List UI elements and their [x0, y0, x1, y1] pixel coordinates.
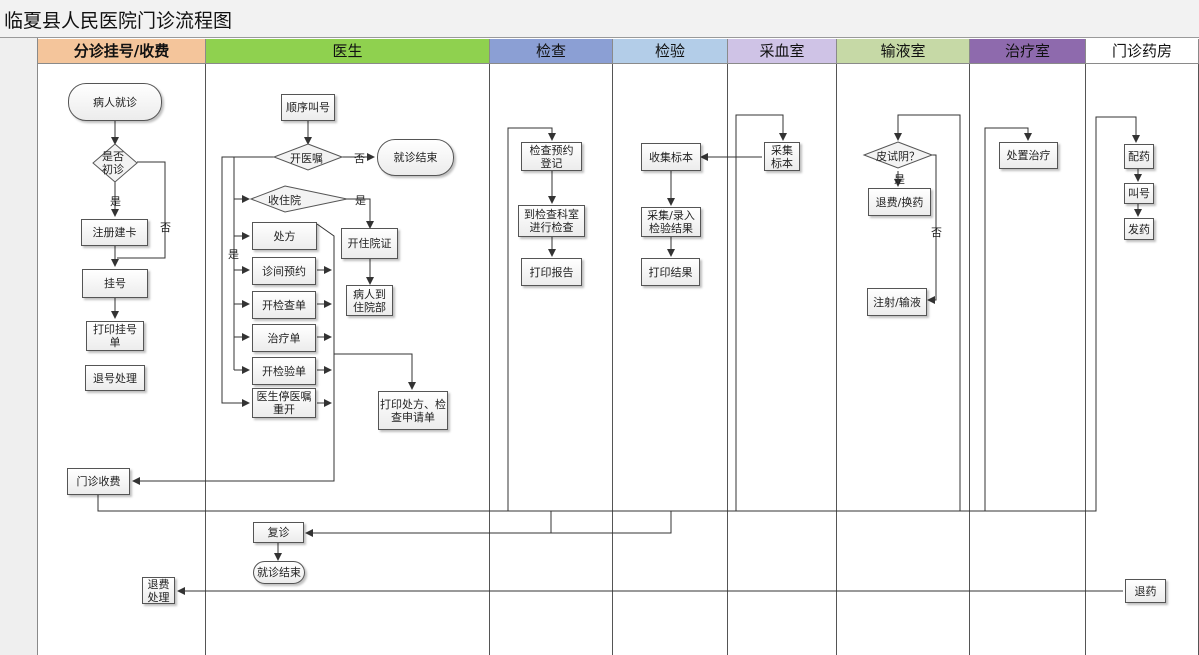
node-exam-dept: 到检查科室 进行检查	[518, 205, 585, 237]
lane-header-doctor: 医生	[206, 39, 490, 64]
lane-header-laboratory: 检验	[613, 39, 728, 64]
node-dispense-prep: 配药	[1124, 144, 1154, 169]
lane-body-laboratory	[613, 64, 728, 655]
lane-header-treatment-room: 治疗室	[970, 39, 1086, 64]
lane-body-doctor	[206, 64, 490, 655]
skin-test-label: 皮试阴？	[876, 150, 920, 163]
first-visit-label: 是否 初诊	[102, 150, 124, 176]
skin-test-diamond	[862, 141, 934, 169]
node-register-card: 注册建卡	[81, 219, 148, 246]
page-title: 临夏县人民医院门诊流程图	[4, 10, 233, 32]
node-visit-end-1: 就诊结束	[377, 139, 454, 176]
node-lab-entry: 采集/录入 检验结果	[641, 207, 701, 237]
node-prescription: 处方	[252, 222, 317, 250]
node-revisit: 复诊	[253, 522, 304, 543]
lane-header-examination: 检查	[490, 39, 613, 64]
node-patient-visit: 病人就诊	[68, 83, 162, 121]
edge-label-yes-skin: 是	[894, 173, 905, 186]
edge-label-no-first: 否	[160, 221, 171, 234]
node-visit-end-2: 就诊结束	[253, 561, 305, 584]
node-dispense: 发药	[1124, 218, 1154, 240]
lane-header-pharmacy: 门诊药房	[1086, 39, 1199, 64]
node-lab-order: 开检验单	[252, 357, 316, 385]
open-order-label: 开医嘱	[290, 152, 323, 165]
edge-label-no-skin: 否	[931, 226, 942, 239]
node-print-report: 打印报告	[521, 258, 582, 286]
lane-body-triage	[38, 64, 206, 655]
node-appointment: 诊间预约	[252, 257, 316, 285]
node-blood-collect: 采集 标本	[764, 142, 800, 171]
node-exam-booking: 检查预约 登记	[521, 142, 582, 171]
first-visit-diamond	[92, 143, 138, 183]
lane-body-infusion	[837, 64, 970, 655]
title-bar: 临夏县人民医院门诊流程图	[0, 0, 1199, 38]
node-call-number: 顺序叫号	[281, 94, 335, 121]
edge-label-yes-first: 是	[110, 195, 121, 208]
lane-header-blood-collection: 采血室	[728, 39, 837, 64]
admit-label: 收住院	[268, 194, 301, 207]
edge-label-yes-order: 是	[228, 248, 239, 261]
edge-label-yes-admit: 是	[355, 194, 366, 207]
lane-body-blood	[728, 64, 837, 655]
node-outpatient-fee: 门诊收费	[67, 468, 130, 495]
node-stop-reopen: 医生停医嘱 重开	[252, 388, 316, 418]
node-print-ticket: 打印挂号 单	[86, 321, 144, 351]
node-register: 挂号	[82, 269, 148, 298]
open-order-diamond	[272, 143, 344, 171]
lane-header-infusion-room: 输液室	[837, 39, 970, 64]
lane-body-examination	[490, 64, 613, 655]
node-patient-to-ward: 病人到 住院部	[346, 285, 393, 316]
left-gutter	[0, 38, 38, 655]
lane-body-treatment	[970, 64, 1086, 655]
node-refund-change: 退费/换药	[868, 188, 931, 216]
node-exam-order: 开检查单	[252, 291, 316, 319]
lane-header-triage-registration: 分诊挂号/收费	[38, 39, 206, 64]
node-treatment-order: 治疗单	[252, 324, 316, 352]
node-print-result: 打印结果	[641, 258, 700, 286]
node-treatment: 处置治疗	[999, 142, 1058, 169]
node-admission-cert: 开住院证	[341, 228, 398, 259]
node-print-prescription: 打印处方、检 查申请单	[378, 391, 448, 430]
node-return-drug: 退药	[1125, 579, 1166, 603]
edge-label-no-order: 否	[354, 152, 365, 165]
node-injection: 注射/输液	[867, 288, 927, 316]
node-refund-registration: 退号处理	[85, 365, 145, 391]
node-collect-specimen: 收集标本	[641, 143, 701, 171]
node-call-no: 叫号	[1124, 183, 1154, 204]
node-refund-fee: 退费 处理	[142, 577, 175, 604]
admit-diamond	[249, 185, 348, 213]
